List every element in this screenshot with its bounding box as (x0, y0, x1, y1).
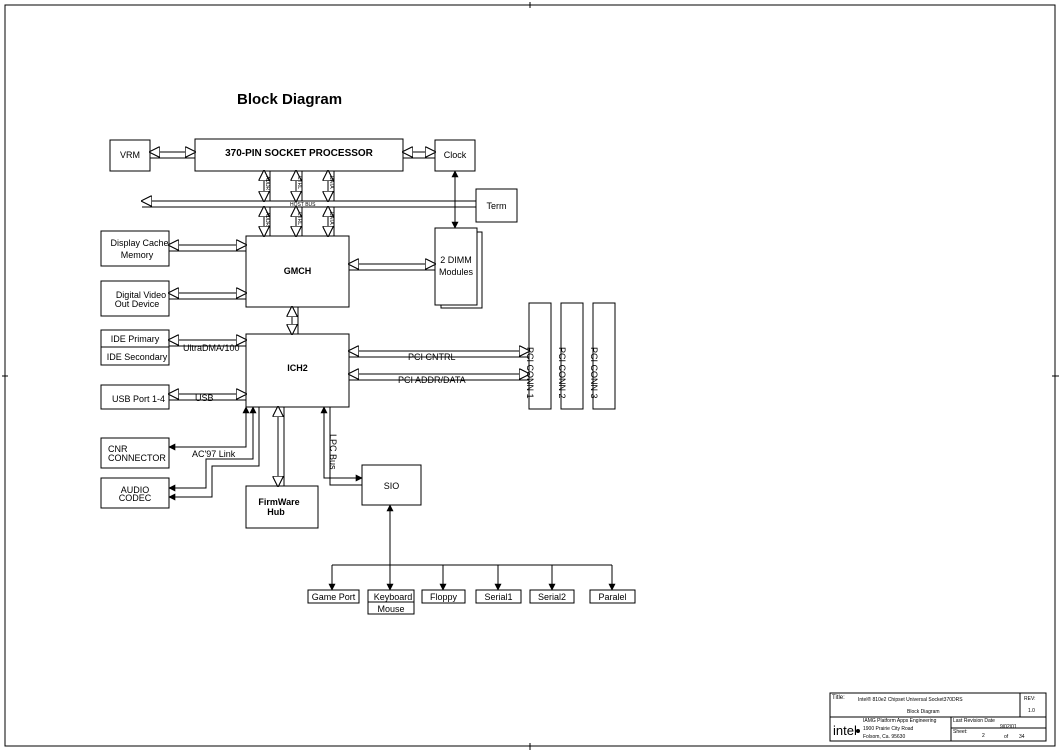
intel-logo-dot (856, 729, 860, 733)
tb-of-label: of (1004, 734, 1009, 740)
audio-label-2: CODEC (118, 493, 152, 503)
usb-port-label: USB Port 1-4 (111, 394, 166, 404)
ctrl-bus-label-bottom: CTRL (296, 212, 302, 226)
digital-video-label-1: Digital Video (115, 290, 167, 300)
intel-logo: intel (833, 723, 857, 738)
tb-sheet-label: Sheet: (953, 729, 968, 735)
tb-rev-label: REV: (1024, 696, 1036, 702)
display-cache-label-1: Display Cache (110, 238, 169, 248)
sio-box (361, 464, 422, 506)
display-cache-box (100, 230, 170, 267)
firmware-label-1: FirmWare (258, 497, 300, 507)
pci-conn-1-label: PCI CONN 1 (525, 347, 535, 399)
addr-bus-label-bottom: ADDR (264, 212, 270, 227)
ich2-box (245, 333, 350, 408)
cnr-label-2: CONNECTOR (108, 453, 166, 463)
ide-primary-label: IDE Primary (110, 334, 160, 344)
gmch-label: GMCH (283, 266, 312, 276)
tb-rev: 1.0 (1028, 708, 1035, 714)
usb-bus-label: USB (195, 393, 214, 403)
bus-arrows (142, 152, 529, 486)
game-port-label: Game Port (311, 592, 356, 602)
ide-secondary-box (100, 346, 170, 366)
paralel-label: Paralel (598, 592, 627, 602)
title-block-frame (829, 692, 1047, 742)
pci-conn-3-box (592, 302, 616, 410)
tb-sheet: 2 (982, 733, 985, 739)
digital-video-box (100, 280, 170, 317)
term-box (475, 188, 518, 223)
display-cache-label-2: Memory (120, 250, 154, 260)
tb-subtitle: Block Diagram (907, 709, 940, 715)
ide-secondary-label: IDE Secondary (106, 352, 168, 362)
ctrl-bus-label-top: CTRL (296, 176, 302, 190)
pci-conn-2-label: PCI CONN 2 (557, 347, 567, 399)
ultradma-label: UltraDMA/100 (183, 343, 240, 353)
gmch-box (245, 235, 350, 308)
term-label: Term (486, 201, 507, 211)
cnr-label-1: CNR (108, 444, 128, 454)
blocks (100, 138, 636, 615)
tb-org-3: Folsom, Ca. 95630 (863, 734, 906, 740)
lpc-bus-label: LPC Bus (328, 434, 338, 470)
pci-cntrl-label: PCI CNTRL (408, 352, 456, 362)
tb-last-rev: 9/02/01 (1000, 724, 1017, 730)
serial2-label: Serial2 (537, 592, 566, 602)
cnr-box (100, 437, 170, 469)
dimm-label-1: 2 DIMM (440, 255, 472, 265)
tb-last-rev-label: Last Revision Date (953, 718, 995, 724)
signal-lines (168, 170, 616, 591)
pci-conn-2-box (560, 302, 584, 410)
tb-org-2: 1900 Prairie City Road (863, 726, 914, 732)
ac97-label: AC'97 Link (192, 449, 236, 459)
tb-title: Intel® 810e2 Chipset Universal Socket370… (858, 697, 963, 703)
digital-video-label-2: Out Device (114, 299, 160, 309)
data-bus-label-bottom: DATA (328, 212, 334, 225)
tb-of: 34 (1019, 734, 1025, 740)
floppy-label: Floppy (429, 592, 457, 602)
host-bus-label: HOST BUS (290, 202, 316, 208)
audio-label-1: AUDIO (120, 485, 150, 495)
firmware-box (245, 485, 319, 529)
tb-title-label: Title: (832, 695, 845, 701)
vrm-box (109, 139, 151, 172)
clock-label: Clock (443, 150, 467, 160)
addr-bus-label-top: ADDR (264, 176, 270, 191)
vrm-label: VRM (120, 150, 140, 160)
diagram-title: Block Diagram (237, 91, 343, 108)
cpu-label: 370-PIN SOCKET PROCESSOR (225, 148, 373, 159)
ich2-label: ICH2 (287, 363, 308, 373)
data-bus-label-top: DATA (328, 176, 334, 189)
pci-addr-data-label: PCI ADDR/DATA (398, 375, 466, 385)
audio-box (100, 477, 170, 509)
firmware-label-2: Hub (267, 507, 285, 517)
keyboard-label: Keyboard (373, 592, 413, 602)
mouse-label: Mouse (377, 604, 405, 614)
tb-org-1: IAMG Platform Apps Engineering (863, 718, 937, 724)
sio-label: SIO (383, 481, 400, 491)
dimm-label-2: Modules (438, 267, 474, 277)
mouse-box (367, 601, 415, 615)
serial1-label: Serial1 (484, 592, 513, 602)
pci-conn-3-label: PCI CONN 3 (589, 347, 599, 399)
